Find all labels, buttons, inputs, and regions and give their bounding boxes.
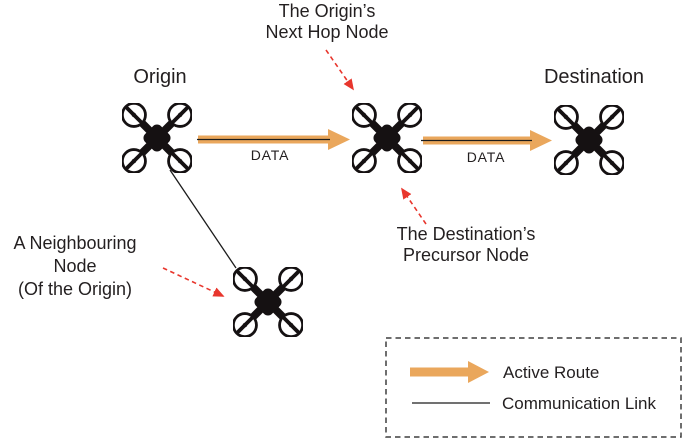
origin-label: Origin xyxy=(133,66,187,88)
communication-link-origin-neighbour xyxy=(169,169,237,269)
neighbour-annotation-line2: Node xyxy=(53,256,97,276)
precursor-annotation-line1: The Destination’s xyxy=(396,224,536,244)
legend-communication-link-label: Communication Link xyxy=(502,394,657,413)
destination-label: Destination xyxy=(543,66,645,88)
precursor-annotation: The Destination’s Precursor Node xyxy=(397,224,536,266)
next-hop-drone-icon xyxy=(352,103,421,172)
next-hop-annotation-line1: The Origin’s xyxy=(278,1,376,21)
neighbour-pointer-arrow xyxy=(162,267,225,297)
neighbour-annotation-line3: (Of the Origin) xyxy=(17,279,133,299)
data-label-1: DATA xyxy=(250,147,290,163)
neighbour-annotation: A Neighbouring Node (Of the Origin) xyxy=(13,232,136,301)
next-hop-annotation-line2: Next Hop Node xyxy=(265,22,389,42)
data-label-2: DATA xyxy=(466,149,506,165)
precursor-pointer-arrow xyxy=(401,187,427,225)
next-hop-annotation: The Origin’s Next Hop Node xyxy=(265,1,388,43)
legend-box xyxy=(385,337,682,438)
legend-active-route-arrow-icon xyxy=(410,361,489,383)
legend-active-route-label: Active Route xyxy=(503,363,600,382)
neighbour-drone-icon xyxy=(233,267,302,336)
precursor-annotation-line2: Precursor Node xyxy=(402,245,530,265)
neighbour-annotation-line1: A Neighbouring xyxy=(13,233,137,253)
destination-drone-icon xyxy=(554,105,623,174)
next-hop-pointer-arrow xyxy=(325,49,354,91)
origin-drone-icon xyxy=(122,103,191,172)
